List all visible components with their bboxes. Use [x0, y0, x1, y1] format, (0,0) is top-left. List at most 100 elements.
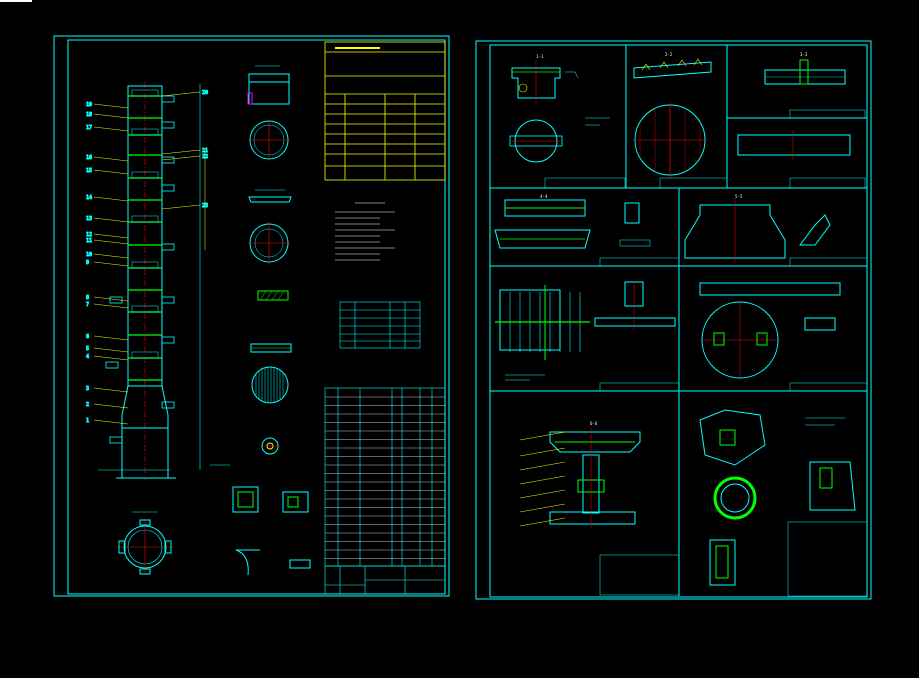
leader-number-left: 10 [86, 252, 92, 258]
leader-line [93, 403, 129, 409]
leader-line [519, 475, 566, 485]
detail-label-6: 6-6 [590, 421, 598, 426]
cell-g-title-block [789, 382, 868, 392]
leader-number-right: 20 [202, 90, 208, 96]
nozzle [109, 296, 123, 304]
leader-line [93, 335, 129, 341]
leader-number-left: 4 [86, 354, 89, 360]
leader-line [519, 431, 566, 441]
cell-e-title-block [789, 257, 868, 267]
tray-downcomer [131, 215, 159, 223]
nozzle [109, 436, 123, 444]
nozzle [161, 401, 175, 409]
nozzle [161, 243, 175, 251]
tray-downcomer [131, 128, 159, 136]
housing-leader [565, 71, 579, 79]
middle-details [232, 65, 311, 576]
leader-line [519, 517, 566, 527]
tray-downcomer [131, 171, 159, 179]
leader-line [93, 169, 129, 175]
detail-cell-i [699, 409, 868, 597]
support-ring-section [494, 229, 591, 249]
leader-number-left: 6 [86, 334, 89, 340]
leader-line [93, 303, 129, 309]
leader-line [93, 253, 129, 259]
leader-number-left: 12 [86, 232, 92, 238]
leader-line [519, 503, 566, 513]
detail-cell-b [632, 58, 728, 189]
detail-grid-plate [251, 366, 289, 404]
cell-f-title-block [599, 382, 680, 392]
cell-b-title-block [659, 177, 728, 189]
nozzle [161, 121, 175, 129]
plan-nozzle-top [139, 519, 151, 526]
bracket-detail [709, 539, 736, 586]
leader-line [93, 113, 129, 119]
sheet-1-outer-frame [53, 35, 450, 597]
leader-line [519, 447, 566, 457]
detail-cell-e [684, 198, 868, 267]
tray-manway-right [756, 332, 768, 346]
leader-line [93, 419, 129, 425]
weir-notches [641, 58, 703, 71]
detail-cell-f [495, 281, 680, 392]
weir-elevation [633, 61, 712, 79]
leader-number-left: 18 [86, 112, 92, 118]
plan-nozzle-left [118, 540, 126, 554]
leader-number-left: 5 [86, 346, 89, 352]
leader-number-left: 15 [86, 168, 92, 174]
leader-number-left: 2 [86, 402, 89, 408]
beam-post [799, 59, 809, 85]
column-shell [127, 85, 163, 387]
detail-label-1: 1-1 [536, 54, 544, 59]
leader-line [93, 296, 129, 302]
detail-cell-h [519, 428, 680, 596]
leader-line [93, 217, 129, 223]
detail-cell-c [737, 59, 866, 189]
nozzle [161, 184, 175, 192]
support-clip [624, 202, 640, 224]
cell-h-table [599, 554, 680, 596]
leader-number-left: 1 [86, 418, 89, 424]
base-plate [549, 511, 636, 525]
detail-box-b-inner [287, 496, 299, 508]
detail-small-plate [289, 559, 311, 569]
detail-box-b [282, 491, 309, 513]
flange-section [699, 409, 766, 466]
bracket-detail-inner [715, 545, 729, 579]
nozzle [105, 361, 119, 369]
leader-line [161, 204, 201, 210]
leader-line [519, 489, 566, 499]
flange-detail [809, 461, 856, 511]
nozzle-table-frame [339, 301, 421, 349]
tray-panel-elevation [699, 282, 841, 296]
nozzle-table [339, 301, 421, 349]
plan-nozzle-right [164, 540, 172, 554]
detail-cell-d [494, 199, 680, 267]
tray-group [128, 89, 162, 381]
leader-line [93, 156, 129, 162]
tray-downcomer [131, 261, 159, 269]
leader-line [93, 103, 129, 109]
flange-section-inner [719, 429, 736, 446]
leader-number-left: 16 [86, 155, 92, 161]
leader-number-left: 14 [86, 195, 92, 201]
leader-line [161, 91, 201, 97]
nozzle-housing-elevation [511, 67, 561, 99]
leader-number-left: 9 [86, 260, 89, 266]
detail-label-3: 3-3 [800, 52, 808, 57]
leader-line [161, 155, 201, 161]
flange-detail-inner [819, 467, 833, 489]
leader-line [93, 233, 129, 239]
detail-label-2: 2-2 [665, 52, 673, 57]
leader-number-left: 19 [86, 102, 92, 108]
leader-line [93, 261, 129, 267]
cone-detail [799, 214, 831, 246]
flange-ring-inner [720, 483, 750, 513]
detail-cell-a [509, 60, 626, 189]
bubble-cap-assembly [549, 431, 641, 453]
bom-rows [325, 396, 445, 559]
sheet-1-inner-frame [67, 39, 446, 595]
